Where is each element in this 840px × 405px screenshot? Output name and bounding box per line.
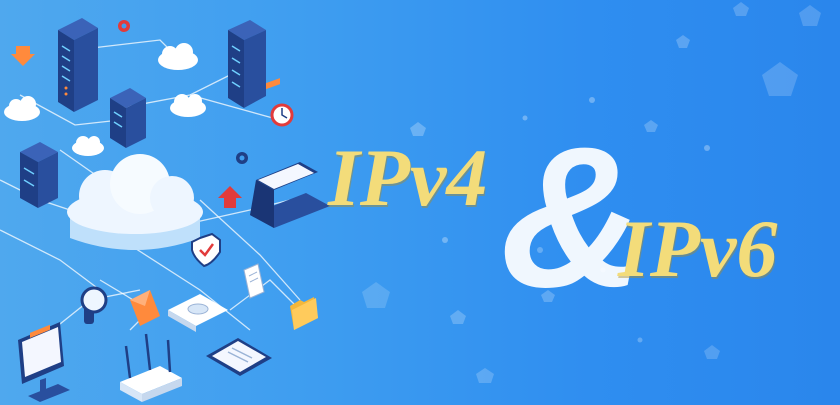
server-rack-icon: [20, 142, 58, 208]
folder-icon: [290, 297, 318, 330]
sparkle: [676, 35, 690, 48]
clock-icon: [270, 103, 294, 127]
sparkle: [733, 2, 749, 16]
sparkle: [362, 282, 390, 308]
smartwatch-icon: [80, 286, 108, 324]
monitor-icon: [18, 322, 70, 402]
tablet-icon: [206, 338, 272, 376]
cloud-icon: [72, 136, 104, 156]
sparkle: [600, 267, 606, 273]
cloud-icon: [4, 96, 40, 121]
sparkle: [537, 247, 543, 253]
network-illustration: [0, 18, 330, 402]
hard-drive-icon: [168, 294, 228, 332]
server-rack-icon: [58, 18, 98, 112]
gear-icon: [118, 20, 130, 32]
sparkle: [522, 115, 528, 121]
sparkle: [704, 345, 720, 359]
envelope-icon: [130, 290, 160, 326]
sparkle: [442, 237, 448, 243]
arrow-down-icon: [11, 46, 35, 66]
sparkle: [637, 337, 643, 343]
ipv6-title: IPv6: [618, 203, 778, 294]
ampersand-symbol: &: [500, 106, 645, 329]
server-rack-icon: [110, 88, 146, 148]
sparkle: [410, 122, 426, 136]
laptop-icon: [250, 78, 330, 228]
sparkle: [704, 145, 710, 151]
shield-check-icon: [191, 232, 221, 268]
sparkle: [450, 310, 466, 324]
cloud-icon: [158, 43, 198, 70]
sparkle: [589, 97, 595, 103]
sparkle: [541, 290, 555, 302]
sparkle: [476, 368, 494, 383]
sparkle: [799, 5, 821, 26]
cloud-icon: [67, 154, 203, 250]
sparkle: [762, 62, 798, 96]
gear-icon: [236, 152, 248, 164]
cloud-icon: [170, 94, 206, 117]
document-icon: [243, 263, 265, 299]
sparkle: [644, 120, 658, 132]
arrow-up-icon: [218, 186, 242, 208]
ipv4-title: IPv4: [328, 132, 488, 223]
server-rack-icon: [228, 20, 266, 108]
connection-lines: [0, 39, 301, 341]
router-icon: [120, 333, 182, 402]
